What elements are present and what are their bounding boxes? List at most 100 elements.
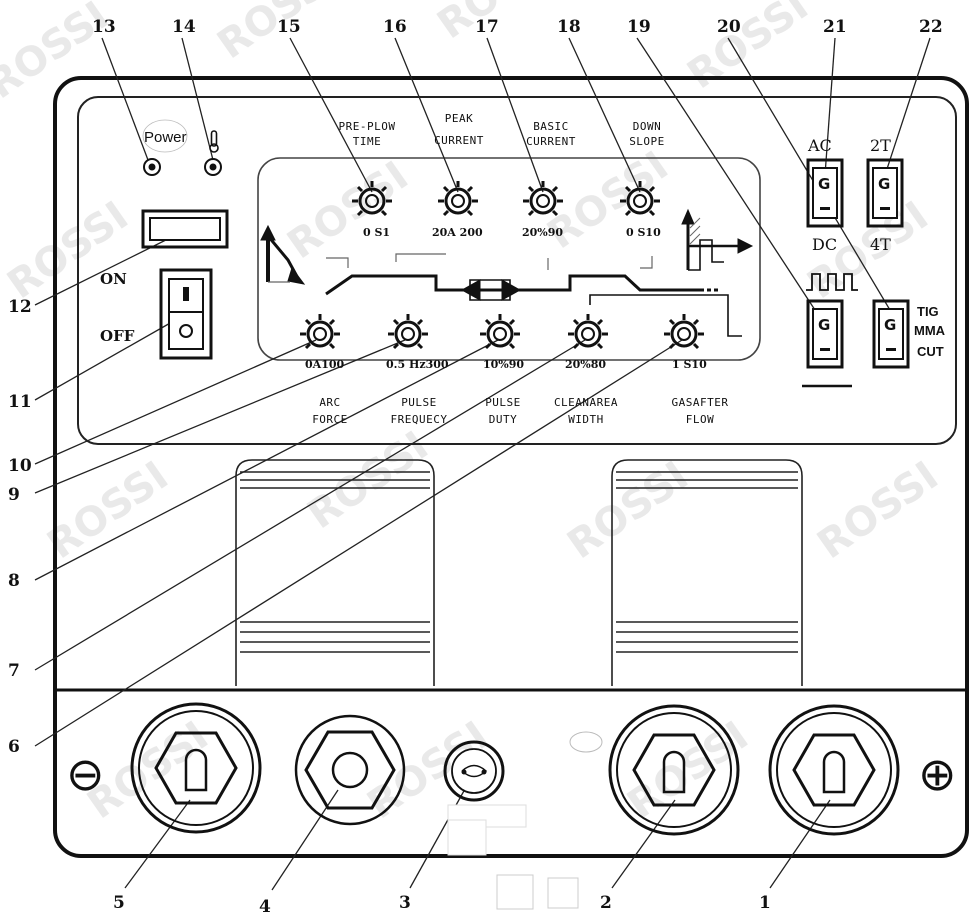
left-callouts: 12 11 10 9 8 7 6 xyxy=(8,297,32,757)
watermark: ROSSI xyxy=(619,713,756,828)
watermark: ROSSI xyxy=(809,453,946,568)
callout-12: 12 xyxy=(8,297,32,317)
parameter-display-area xyxy=(257,157,761,361)
knob-value-basic: 20%90 xyxy=(522,226,563,239)
callout-6: 6 xyxy=(8,737,20,757)
leader-lines xyxy=(34,37,931,891)
power-switch[interactable] xyxy=(159,268,213,360)
power-label: Power xyxy=(144,129,187,146)
knob-value-pulseduty: 10%90 xyxy=(483,358,524,371)
callout-11: 11 xyxy=(8,392,32,412)
2t-4t-selector-switch[interactable]: G xyxy=(866,158,904,228)
knob-caption-pulseduty-2: DUTY xyxy=(489,413,518,426)
knob-clean-area-width[interactable] xyxy=(568,314,608,350)
knob-caption-peak-2: CURRENT xyxy=(434,134,484,147)
callout-15: 15 xyxy=(277,17,301,37)
callout-8: 8 xyxy=(8,571,20,591)
knob-caption-pulseduty-1: PULSE xyxy=(485,396,521,409)
watermark: ROSSI xyxy=(39,453,176,568)
callout-7: 7 xyxy=(8,661,20,681)
knob-caption-gasafter-2: FLOW xyxy=(686,413,715,426)
top-callouts: 13 14 15 16 17 18 19 20 21 22 xyxy=(92,17,943,37)
knob-gas-after-flow[interactable] xyxy=(664,314,704,350)
positive-terminal-icon: ⊕ xyxy=(918,747,957,801)
watermark: ROSSI xyxy=(279,153,416,268)
knob-caption-gasafter-1: GASAFTER xyxy=(672,396,729,409)
blank-label-patch xyxy=(569,731,603,753)
current-display-window xyxy=(141,209,229,249)
knob-caption-preflow-1: PRE-PLOW xyxy=(339,120,396,133)
blank-patch xyxy=(496,874,534,910)
watermark: ROSSI xyxy=(679,0,816,98)
watermark-layer: ROSSI ROSSI ROSSI ROSSI ROSSI ROSSI ROSS… xyxy=(0,0,947,828)
housing-outline xyxy=(53,76,969,858)
bottom-callouts: 5 4 3 2 1 xyxy=(113,893,771,917)
left-handle xyxy=(235,459,435,686)
knob-caption-basic-1: BASIC xyxy=(533,120,569,133)
knob-down-slope[interactable] xyxy=(620,181,660,217)
overheat-indicator-lamp xyxy=(204,158,222,176)
knob-value-cleanarea: 20%80 xyxy=(565,358,606,371)
callout-19: 19 xyxy=(627,17,651,37)
knob-caption-cleanarea-1: CLEANAREA xyxy=(554,396,618,409)
gas-outlet-connector[interactable] xyxy=(443,740,505,802)
callout-1: 1 xyxy=(759,893,771,913)
control-cable-socket[interactable] xyxy=(294,714,406,826)
knob-value-peak: 20A 200 xyxy=(432,226,483,239)
power-indicator-lamp xyxy=(143,158,161,176)
callout-14: 14 xyxy=(172,17,196,37)
blank-patch xyxy=(447,819,487,856)
callout-3: 3 xyxy=(399,893,411,913)
ac-dc-selector-switch[interactable]: G xyxy=(806,158,844,228)
negative-output-socket[interactable] xyxy=(130,702,262,834)
svg-text:G: G xyxy=(878,175,890,193)
knob-caption-downslope-1: DOWN xyxy=(633,120,662,133)
mode-mma-label: MMA xyxy=(914,323,946,338)
knob-value-downslope: 0 S10 xyxy=(626,226,661,239)
blank-patch xyxy=(547,877,579,909)
knob-caption-pulsefreq-1: PULSE xyxy=(401,396,437,409)
knob-caption-preflow-2: TIME xyxy=(353,135,382,148)
knob-pulse-frequency[interactable] xyxy=(388,314,428,350)
callout-10: 10 xyxy=(8,456,32,476)
pulse-selector-switch[interactable]: G xyxy=(806,299,844,369)
knob-caption-downslope-2: SLOPE xyxy=(629,135,665,148)
torch-output-socket[interactable] xyxy=(608,704,740,836)
knob-preflow-time[interactable] xyxy=(352,181,392,217)
mode-cut-label: CUT xyxy=(917,344,944,359)
selector-4t-label: 4T xyxy=(870,235,891,254)
positive-output-socket[interactable] xyxy=(768,704,900,836)
knob-value-pulsefreq: 0.5 Hz300 xyxy=(386,358,449,371)
knob-caption-pulsefreq-2: FREQUECY xyxy=(391,413,448,426)
knob-basic-current[interactable] xyxy=(523,181,563,217)
knob-pulse-duty[interactable] xyxy=(480,314,520,350)
knob-arc-force[interactable] xyxy=(300,314,340,350)
knob-value-gasafter: 1 S10 xyxy=(672,358,707,371)
switch-off-label: OFF xyxy=(100,327,135,345)
watermark: ROSSI xyxy=(0,193,137,308)
selector-ac-label: AC xyxy=(807,136,832,155)
callout-20: 20 xyxy=(717,17,741,37)
watermark: ROSSI xyxy=(559,453,696,568)
knob-caption-arcforce-1: ARC xyxy=(319,396,340,409)
pulse-square-wave-icon xyxy=(806,273,858,291)
thermometer-icon xyxy=(209,130,219,153)
callout-21: 21 xyxy=(823,17,847,37)
svg-text:G: G xyxy=(818,175,830,193)
callout-4: 4 xyxy=(259,897,271,917)
selector-2t-label: 2T xyxy=(870,136,891,155)
selector-dc-label: DC xyxy=(812,235,837,254)
welding-mode-selector-switch[interactable]: G xyxy=(872,299,910,369)
power-label-patch xyxy=(142,119,188,153)
knob-caption-peak-1: PEAK xyxy=(445,112,474,125)
callout-18: 18 xyxy=(557,17,581,37)
switch-on-label: ON xyxy=(100,270,127,288)
knob-value-arcforce: 0A100 xyxy=(305,358,344,371)
knob-peak-current[interactable] xyxy=(438,181,478,217)
callout-17: 17 xyxy=(475,17,499,37)
knob-caption-basic-2: CURRENT xyxy=(526,135,576,148)
svg-text:G: G xyxy=(884,316,896,334)
callout-9: 9 xyxy=(8,485,20,505)
knob-caption-arcforce-2: FORCE xyxy=(312,413,348,426)
